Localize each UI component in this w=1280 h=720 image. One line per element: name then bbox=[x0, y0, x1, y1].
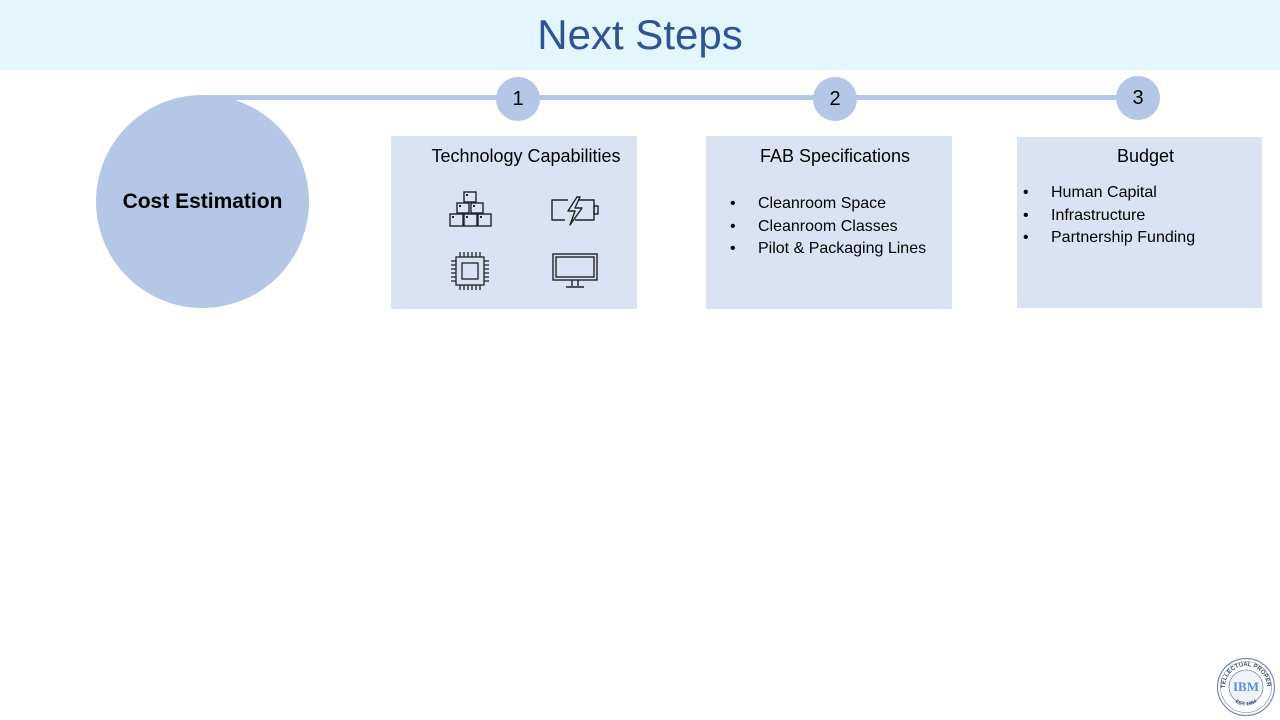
cpu-chip-icon bbox=[451, 252, 489, 290]
budget-list: Human Capital Infrastructure Partnership… bbox=[1023, 182, 1195, 250]
list-item: Partnership Funding bbox=[1023, 227, 1195, 250]
seal-center-text: IBM bbox=[1233, 679, 1259, 694]
step-marker-3: 3 bbox=[1116, 76, 1160, 120]
monitor-icon bbox=[552, 253, 598, 288]
list-item: Human Capital bbox=[1023, 182, 1195, 205]
fab-specifications-card: FAB Specifications Cleanroom Space Clean… bbox=[706, 136, 952, 309]
list-item: Infrastructure bbox=[1023, 205, 1195, 228]
battery-charging-icon bbox=[551, 196, 599, 226]
budget-title: Budget bbox=[1116, 146, 1175, 166]
header-bar: Next Steps bbox=[0, 0, 1280, 70]
page-title: Next Steps bbox=[537, 11, 743, 58]
list-item: Cleanroom Space bbox=[730, 193, 926, 216]
cost-estimation-label: Cost Estimation bbox=[122, 189, 283, 213]
step-marker-1: 1 bbox=[496, 77, 540, 121]
fab-specifications-list: Cleanroom Space Cleanroom Classes Pilot … bbox=[730, 193, 926, 261]
timeline-line bbox=[205, 95, 1140, 100]
cost-estimation-circle: Cost Estimation bbox=[96, 95, 309, 308]
ibm-ip-seal-logo: INTELLECTUAL PROPERTY IBM EST. 1994 bbox=[1216, 657, 1276, 717]
blocks-icon bbox=[449, 191, 492, 227]
svg-text:EST. 1994: EST. 1994 bbox=[1234, 699, 1258, 708]
seal-est-text: EST. 1994 bbox=[1234, 699, 1258, 708]
budget-card: Budget Human Capital Infrastructure Part… bbox=[1017, 137, 1262, 308]
fab-specifications-title: FAB Specifications bbox=[759, 146, 911, 166]
technology-capabilities-card: Technology Capabilities bbox=[391, 136, 637, 309]
list-item: Cleanroom Classes bbox=[730, 216, 926, 239]
technology-capabilities-title: Technology Capabilities bbox=[431, 146, 621, 166]
list-item: Pilot & Packaging Lines bbox=[730, 238, 926, 261]
step-marker-2: 2 bbox=[813, 77, 857, 121]
